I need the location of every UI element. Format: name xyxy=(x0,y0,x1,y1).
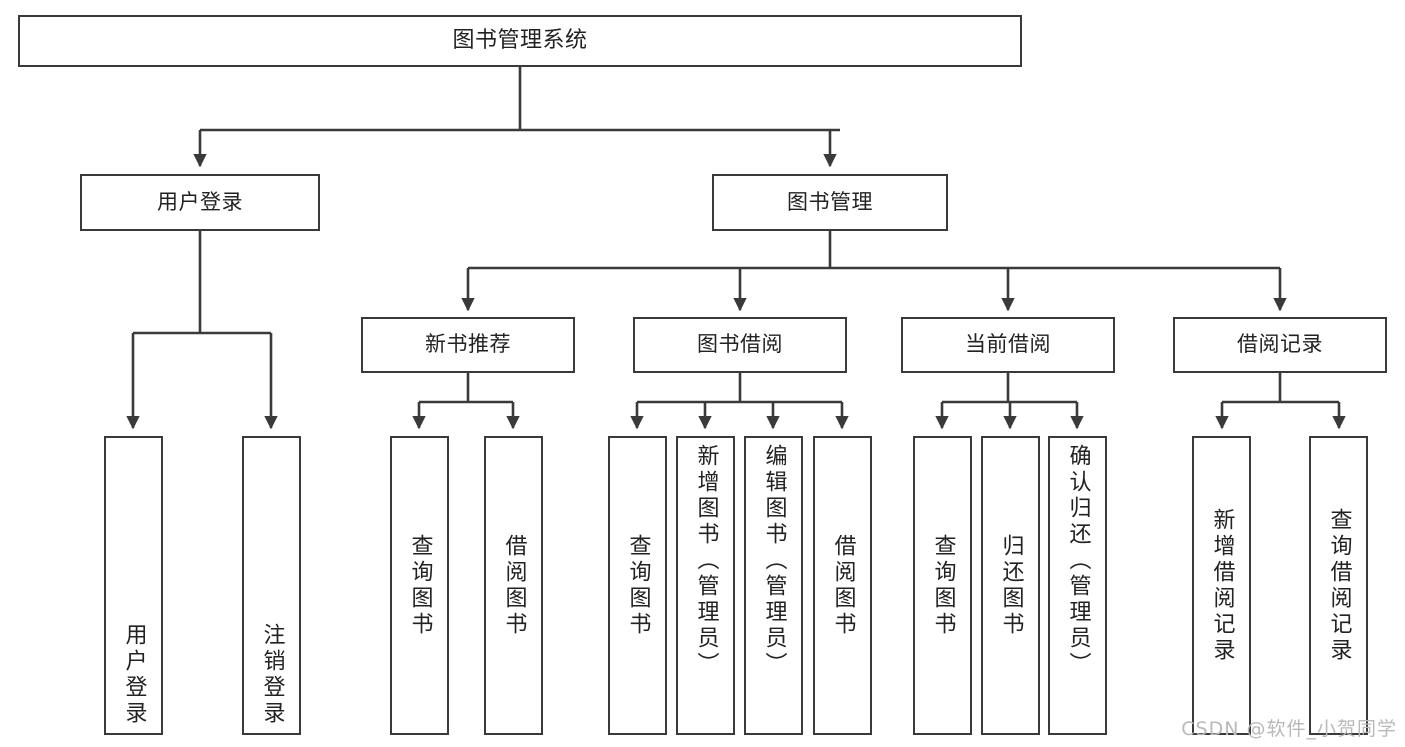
node-root-system[interactable]: 图书管理系统 xyxy=(18,15,1022,67)
node-label: 借阅记录 xyxy=(1237,332,1323,357)
leaf-logout[interactable]: 注销登录 xyxy=(242,436,301,735)
node-book-management[interactable]: 图书管理 xyxy=(712,174,948,231)
node-label: 图书管理系统 xyxy=(452,27,588,53)
node-label: 新增图书（管理员） xyxy=(693,444,719,678)
leaf-add-borrow-record[interactable]: 新增借阅记录 xyxy=(1192,436,1251,735)
node-label: 查询图书 xyxy=(407,533,433,638)
leaf-add-book-admin[interactable]: 新增图书（管理员） xyxy=(676,436,735,735)
node-current-borrowing[interactable]: 当前借阅 xyxy=(901,317,1115,373)
edges-bookborrow-to-leaves xyxy=(630,373,849,430)
node-label: 借阅图书 xyxy=(501,533,527,638)
node-label: 查询图书 xyxy=(625,533,651,638)
node-label: 用户登录 xyxy=(121,623,147,727)
node-label: 查询图书 xyxy=(930,533,956,638)
node-label: 编辑图书（管理员） xyxy=(761,444,787,678)
watermark-text: CSDN @软件_小贺同学 xyxy=(1181,718,1397,740)
leaf-return-book[interactable]: 归还图书 xyxy=(981,436,1040,735)
node-label: 归还图书 xyxy=(998,533,1024,638)
edges-userlogin-to-leaves xyxy=(126,231,278,430)
leaf-query-book-current[interactable]: 查询图书 xyxy=(913,436,972,735)
edges-borrowrecord-to-leaves xyxy=(1215,373,1346,430)
node-label: 新书推荐 xyxy=(425,332,511,357)
node-user-login[interactable]: 用户登录 xyxy=(80,174,320,231)
node-label: 确认归还（管理员） xyxy=(1065,444,1091,678)
node-label: 用户登录 xyxy=(157,189,243,214)
node-new-book-recommendation[interactable]: 新书推荐 xyxy=(361,317,575,373)
node-borrow-records[interactable]: 借阅记录 xyxy=(1173,317,1387,373)
node-book-borrowing[interactable]: 图书借阅 xyxy=(633,317,847,373)
node-label: 借阅图书 xyxy=(830,533,856,638)
leaf-query-borrow-record[interactable]: 查询借阅记录 xyxy=(1309,436,1368,735)
leaf-borrow-book-newbook[interactable]: 借阅图书 xyxy=(484,436,543,735)
node-label: 图书借阅 xyxy=(697,332,783,357)
leaf-borrow-book-borrowing[interactable]: 借阅图书 xyxy=(813,436,872,735)
leaf-query-book-newbook[interactable]: 查询图书 xyxy=(390,436,449,735)
node-label: 图书管理 xyxy=(787,189,873,214)
leaf-user-login[interactable]: 用户登录 xyxy=(104,436,163,735)
leaf-confirm-return-admin[interactable]: 确认归还（管理员） xyxy=(1048,436,1107,735)
node-label: 注销登录 xyxy=(259,623,285,727)
edges-newbook-to-leaves xyxy=(412,373,520,430)
node-label: 新增借阅记录 xyxy=(1209,507,1235,664)
leaf-edit-book-admin[interactable]: 编辑图书（管理员） xyxy=(744,436,803,735)
edges-root-to-level1 xyxy=(193,67,840,168)
edges-bookmanage-to-level2 xyxy=(461,231,1287,312)
leaf-query-book-borrowing[interactable]: 查询图书 xyxy=(608,436,667,735)
node-label: 当前借阅 xyxy=(965,332,1051,357)
edges-currentborrow-to-leaves xyxy=(935,373,1084,430)
node-label: 查询借阅记录 xyxy=(1326,507,1352,664)
